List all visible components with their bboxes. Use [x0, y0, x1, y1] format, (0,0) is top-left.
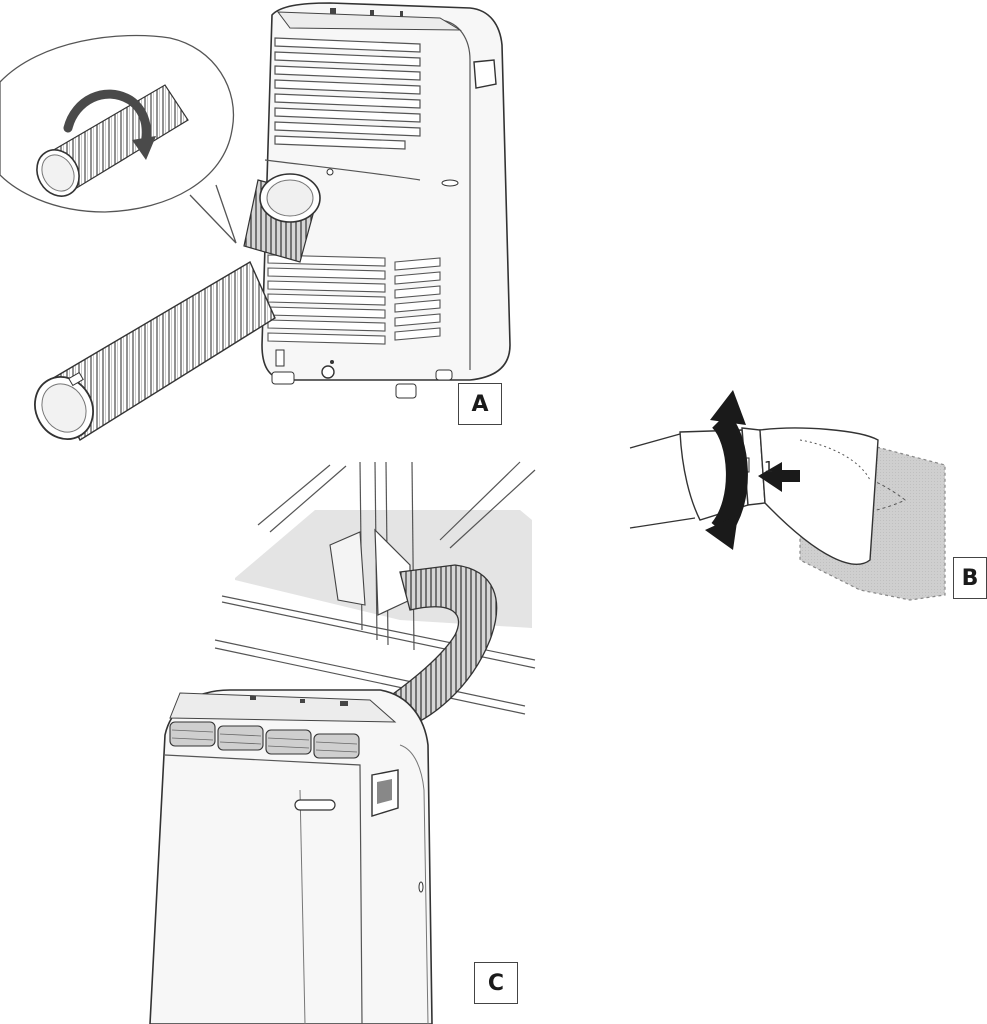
flexible-hose	[34, 260, 276, 442]
step-number-rotate: 2	[716, 452, 726, 470]
brand-badge	[294, 799, 336, 811]
panel-label-c: C	[474, 962, 518, 1004]
push-arrow-icon	[758, 462, 800, 492]
hose-end-icon	[36, 84, 189, 197]
rotate-arrow-icon	[63, 89, 156, 160]
panel-b-illustration	[629, 390, 946, 601]
rotate-double-arrow-icon	[705, 390, 748, 550]
panel-label-a: A	[458, 383, 502, 425]
panel-c-illustration	[149, 461, 536, 1024]
ac-unit-front	[149, 689, 433, 1024]
step-number-push: 1	[764, 458, 774, 476]
ac-unit-rear	[261, 2, 511, 399]
hose-connector	[243, 173, 321, 263]
panel-a-illustration	[0, 2, 511, 442]
panel-label-b: B	[953, 557, 987, 599]
